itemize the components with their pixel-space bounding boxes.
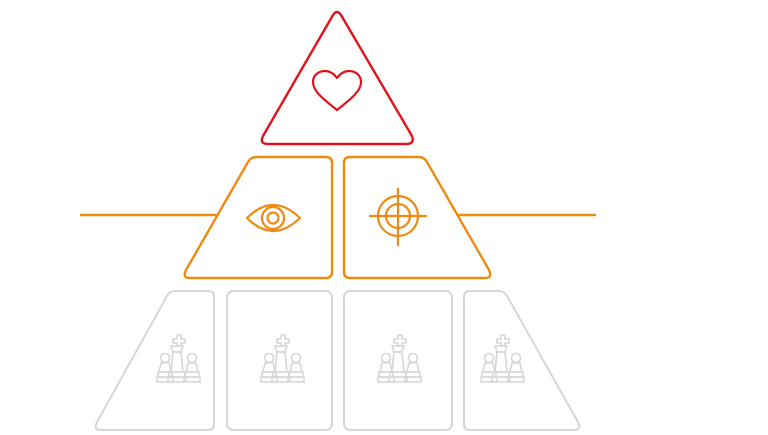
heart-icon — [311, 69, 363, 112]
middle-tier — [80, 155, 596, 280]
bottom-block-1 — [94, 290, 215, 431]
eye-icon — [245, 204, 302, 232]
chess-pieces-icon — [156, 334, 201, 383]
bottom-block-3 — [343, 290, 453, 431]
chess-pieces-icon — [377, 334, 422, 383]
bottom-block-2 — [226, 290, 333, 431]
chess-pieces-icon — [480, 334, 525, 383]
bottom-tier — [94, 290, 581, 431]
middle-right-block — [342, 155, 492, 280]
top-triangle — [260, 10, 414, 146]
bottom-block-4 — [463, 290, 581, 431]
middle-left-block — [183, 155, 334, 280]
top-tier — [260, 10, 414, 146]
chess-pieces-icon — [260, 334, 305, 383]
target-crosshair-icon — [369, 188, 427, 246]
